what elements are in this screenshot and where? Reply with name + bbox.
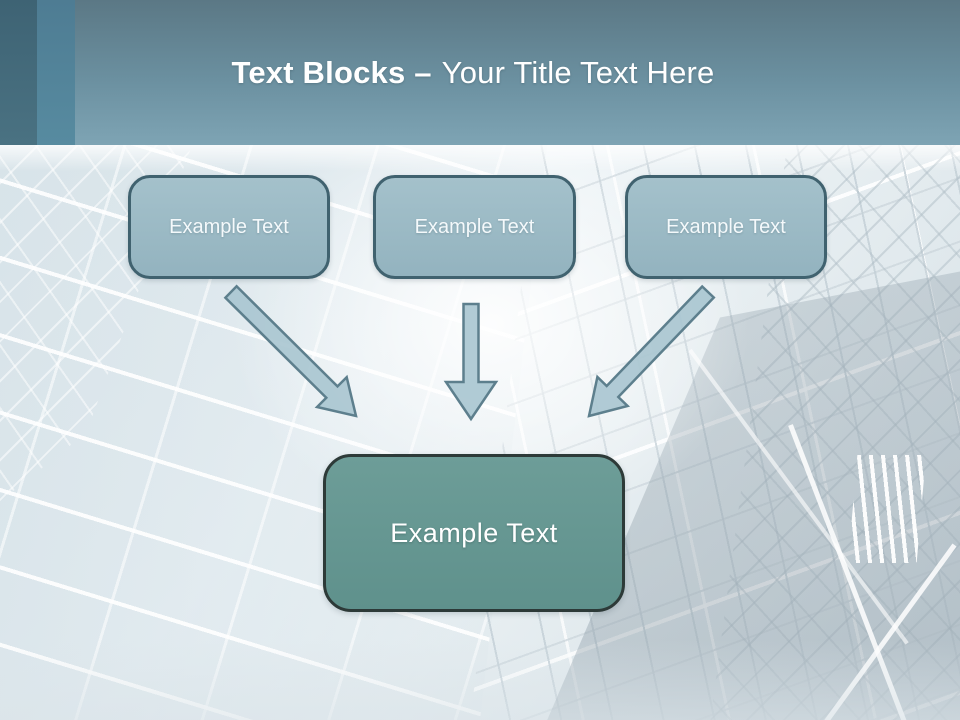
left-accent-stripe-dark (0, 0, 37, 145)
center-text-block: Example Text (323, 454, 625, 612)
text-block-2: Example Text (373, 175, 576, 279)
text-block-1-label: Example Text (169, 215, 289, 238)
slide-title-regular: Your Title Text Here (441, 54, 715, 90)
photo-top-highlight (0, 145, 960, 171)
left-accent-stripe-medium (37, 0, 75, 145)
slide-title-bold: Text Blocks – (231, 54, 432, 90)
photo-window-reflections (848, 455, 926, 563)
photo-bottom-fade (0, 640, 960, 720)
title-bar: Text Blocks – Your Title Text Here (0, 0, 960, 145)
text-block-3-label: Example Text (666, 215, 786, 238)
text-block-3: Example Text (625, 175, 827, 279)
text-block-1: Example Text (128, 175, 330, 279)
text-block-2-label: Example Text (414, 215, 535, 238)
center-text-block-label: Example Text (390, 517, 558, 548)
slide-title: Text Blocks – Your Title Text Here (0, 0, 953, 145)
